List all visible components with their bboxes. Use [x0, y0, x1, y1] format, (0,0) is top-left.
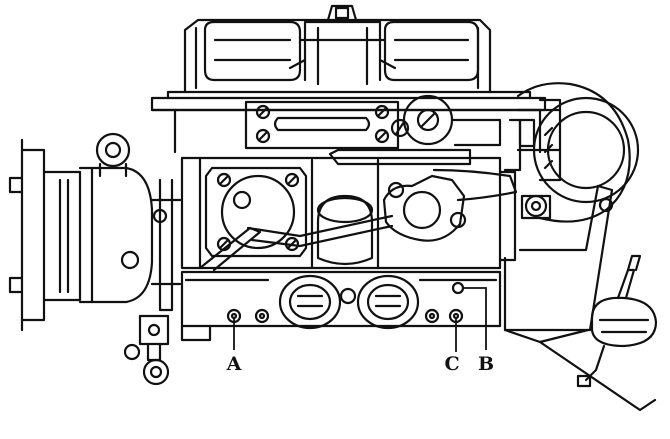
upper-flange [150, 90, 547, 154]
metering-block [180, 270, 502, 342]
throttle-pulley [402, 94, 502, 147]
vacuum-diaphragm [576, 254, 658, 388]
callout-leaders [233, 287, 487, 352]
left-solenoid-assembly [8, 132, 182, 332]
cover-plate [244, 100, 400, 150]
callout-label-b: B [478, 353, 494, 375]
main-body [180, 118, 552, 272]
choke-housing-right [503, 82, 640, 223]
callout-label-a: A [226, 353, 242, 375]
air-horn-top [183, 4, 492, 94]
leader-b [462, 287, 487, 350]
left-bracket [123, 178, 174, 386]
callout-label-c: C [444, 353, 459, 375]
